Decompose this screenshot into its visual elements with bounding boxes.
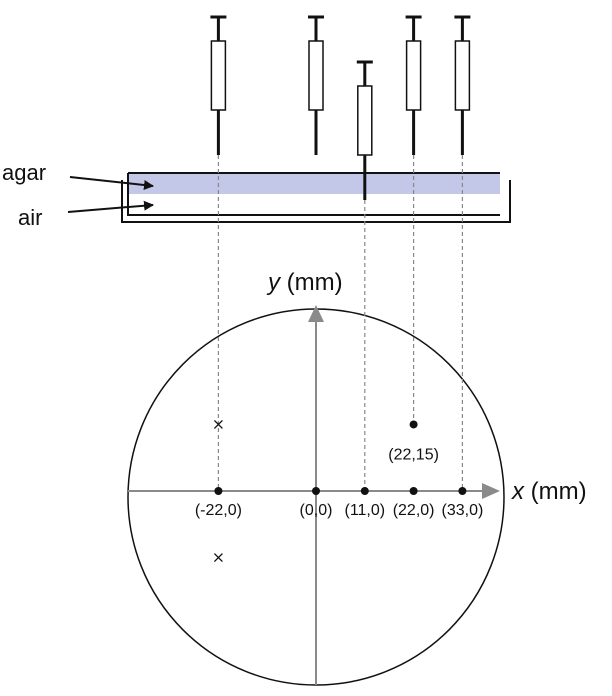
agar-arrow: [69, 176, 154, 191]
x-axis-var: x: [511, 478, 525, 505]
air-arrow: [67, 200, 154, 213]
point-marker: [214, 487, 223, 495]
y-axis-arrowhead: [308, 305, 324, 322]
cross-marker: [213, 419, 223, 429]
syringe-barrel: [308, 40, 324, 111]
syringe: [356, 60, 373, 200]
projection-guides: [217, 155, 463, 491]
cross-stroke: [213, 553, 223, 563]
agar-layer: [128, 173, 500, 194]
agar-label-group: agar: [2, 160, 154, 191]
syringe-barrel: [454, 40, 471, 111]
syringe: [210, 15, 227, 155]
cross-markers: [213, 419, 223, 563]
syringe-barrel: [357, 85, 373, 156]
air-label: air: [18, 205, 42, 230]
measurement-points: (-22,0) (0,0) (11,0) (22,0) (33,0) (22,15): [195, 420, 483, 519]
syringe-barrel: [210, 40, 227, 111]
y-axis-title: y (mm): [266, 269, 343, 296]
x-axis-unit: (mm): [524, 478, 587, 505]
point-marker: [360, 487, 369, 495]
syringes: [210, 15, 471, 200]
cross-stroke: [213, 419, 223, 429]
point-label: (33,0): [442, 502, 484, 519]
dish-side-view: [121, 172, 511, 223]
syringe: [405, 15, 422, 155]
point-marker: [409, 420, 418, 429]
point-marker: [409, 487, 418, 495]
point-marker: [312, 487, 320, 495]
point-label: (22,15): [388, 446, 439, 463]
point-marker: [458, 487, 467, 495]
dish-bottom: [121, 180, 511, 223]
y-axis-unit: (mm): [280, 269, 343, 296]
point-label: (11,0): [344, 502, 385, 519]
x-axis-title: x (mm): [511, 478, 587, 505]
syringe-barrel: [405, 40, 422, 111]
syringe: [308, 15, 324, 155]
y-axis-var: y: [266, 269, 282, 296]
point-label: (0,0): [300, 502, 333, 519]
point-label: (-22,0): [195, 502, 242, 519]
air-label-group: air: [18, 200, 154, 230]
agar-label: agar: [2, 160, 46, 185]
syringe: [454, 15, 471, 155]
point-label: (22,0): [393, 502, 435, 519]
dish-lid: [127, 173, 500, 216]
x-axis-arrowhead: [482, 483, 500, 499]
cross-marker: [213, 553, 223, 563]
